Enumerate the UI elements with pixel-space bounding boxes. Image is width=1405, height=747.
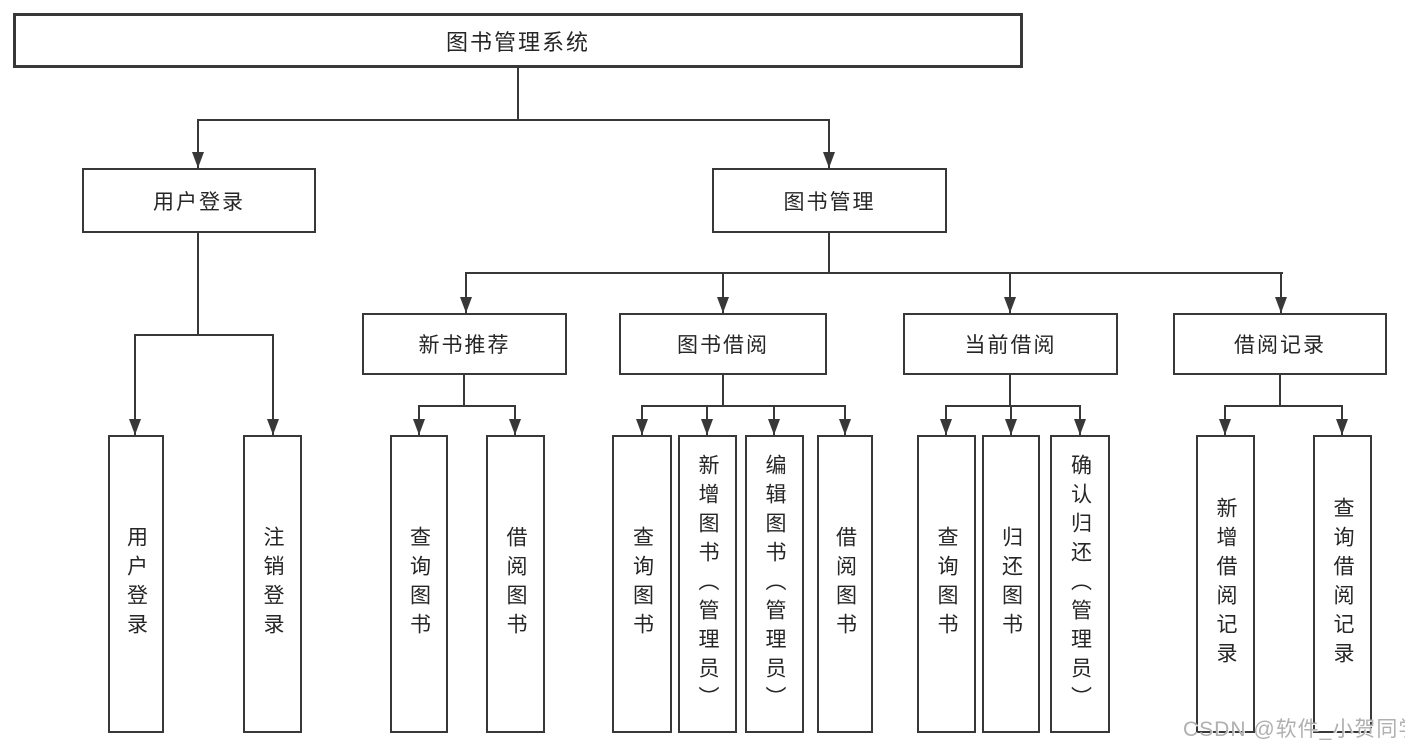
arrow-down-icon <box>768 419 780 435</box>
node-label: 查询图书 <box>935 526 958 642</box>
node-label: 用户登录 <box>124 526 148 642</box>
arrow-down-icon <box>701 419 713 435</box>
connector-book-borrowing-bar <box>642 405 845 407</box>
node-borrowing-records: 借阅记录 <box>1173 313 1387 375</box>
connector-new-book-bar <box>419 405 516 407</box>
node-label: 新增借阅记录 <box>1214 497 1237 671</box>
node-label: 新增图书（管理员） <box>696 453 719 715</box>
node-label: 图书管理系统 <box>445 29 590 55</box>
connector-drop-leaf <box>272 334 274 435</box>
node-label: 当前借阅 <box>964 334 1057 357</box>
node-label: 借阅图书 <box>504 526 527 642</box>
node-current-borrowing: 当前借阅 <box>903 313 1118 375</box>
arrow-down-icon <box>129 419 141 435</box>
leaf-borrowing-edit-books-admin: 编辑图书（管理员） <box>745 435 804 733</box>
node-user-login-branch: 用户登录 <box>82 168 316 233</box>
arrow-down-icon <box>460 297 472 313</box>
node-label: 编辑图书（管理员） <box>763 453 786 715</box>
connector-drop-borrowing-records <box>1280 272 1282 313</box>
connector-drop-new-book <box>465 272 467 313</box>
node-label: 查询借阅记录 <box>1331 497 1354 671</box>
leaf-borrowing-query-books: 查询图书 <box>612 435 672 733</box>
connector-new-book-stem <box>463 375 465 407</box>
leaf-recommend-query-books: 查询图书 <box>390 435 448 733</box>
leaf-current-return-books: 归还图书 <box>982 435 1040 733</box>
node-root-library-system: 图书管理系统 <box>13 13 1023 68</box>
arrow-down-icon <box>1074 419 1086 435</box>
node-label: 查询图书 <box>630 526 654 642</box>
csdn-watermark: CSDN @软件_小贺同学 <box>1183 718 1405 741</box>
node-label: 借阅记录 <box>1234 334 1326 357</box>
arrow-down-icon <box>1219 419 1231 435</box>
connector-borrowing-records-bar <box>1225 405 1343 407</box>
connector-book-borrowing-stem <box>722 375 724 407</box>
node-label: 确认归还（管理员） <box>1068 453 1092 715</box>
node-new-book-recommend: 新书推荐 <box>362 313 567 375</box>
node-label: 图书借阅 <box>677 334 769 357</box>
connector-root-stem <box>517 68 519 121</box>
connector-drop-book-management <box>828 119 830 168</box>
connector-book-management-stem <box>828 233 830 274</box>
connector-book-management-bar <box>466 272 1283 274</box>
arrow-down-icon <box>267 419 279 435</box>
leaf-borrowing-borrow-books: 借阅图书 <box>817 435 873 733</box>
arrow-down-icon <box>509 419 521 435</box>
arrow-down-icon <box>192 152 204 168</box>
connector-drop-leaf <box>134 334 136 435</box>
leaf-user-login: 用户登录 <box>108 435 164 733</box>
node-label: 图书管理 <box>783 190 876 214</box>
arrow-down-icon <box>1004 297 1016 313</box>
node-label: 新书推荐 <box>418 334 511 357</box>
connector-drop-current-borrowing <box>1009 272 1011 313</box>
arrow-down-icon <box>717 297 729 313</box>
connector-borrowing-records-stem <box>1279 375 1281 407</box>
leaf-current-query-books: 查询图书 <box>917 435 976 733</box>
arrow-down-icon <box>1336 419 1348 435</box>
connector-user-login-bar <box>135 334 274 336</box>
arrow-down-icon <box>1005 419 1017 435</box>
node-label: 归还图书 <box>999 526 1023 642</box>
node-label: 借阅图书 <box>833 526 857 642</box>
connector-user-login-stem <box>197 233 199 336</box>
arrow-down-icon <box>413 419 425 435</box>
leaf-recommend-borrow-books: 借阅图书 <box>486 435 545 733</box>
connector-drop-user-login <box>197 119 199 168</box>
arrow-down-icon <box>839 419 851 435</box>
leaf-records-add-record: 新增借阅记录 <box>1196 435 1255 733</box>
leaf-records-query-record: 查询借阅记录 <box>1313 435 1372 733</box>
node-label: 注销登录 <box>261 526 284 642</box>
node-label: 用户登录 <box>153 190 245 214</box>
connector-current-borrowing-stem <box>1009 375 1011 407</box>
connector-current-borrowing-bar <box>946 405 1081 407</box>
arrow-down-icon <box>940 419 952 435</box>
node-label: 查询图书 <box>407 526 431 642</box>
node-book-borrowing: 图书借阅 <box>619 313 827 375</box>
leaf-current-confirm-return-admin: 确认归还（管理员） <box>1050 435 1110 733</box>
node-book-management-branch: 图书管理 <box>712 168 947 233</box>
connector-root-bar <box>198 119 830 121</box>
connector-drop-book-borrowing <box>722 272 724 313</box>
leaf-logout: 注销登录 <box>243 435 302 733</box>
arrow-down-icon <box>823 152 835 168</box>
leaf-borrowing-add-books-admin: 新增图书（管理员） <box>678 435 737 733</box>
arrow-down-icon <box>636 419 648 435</box>
arrow-down-icon <box>1275 297 1287 313</box>
